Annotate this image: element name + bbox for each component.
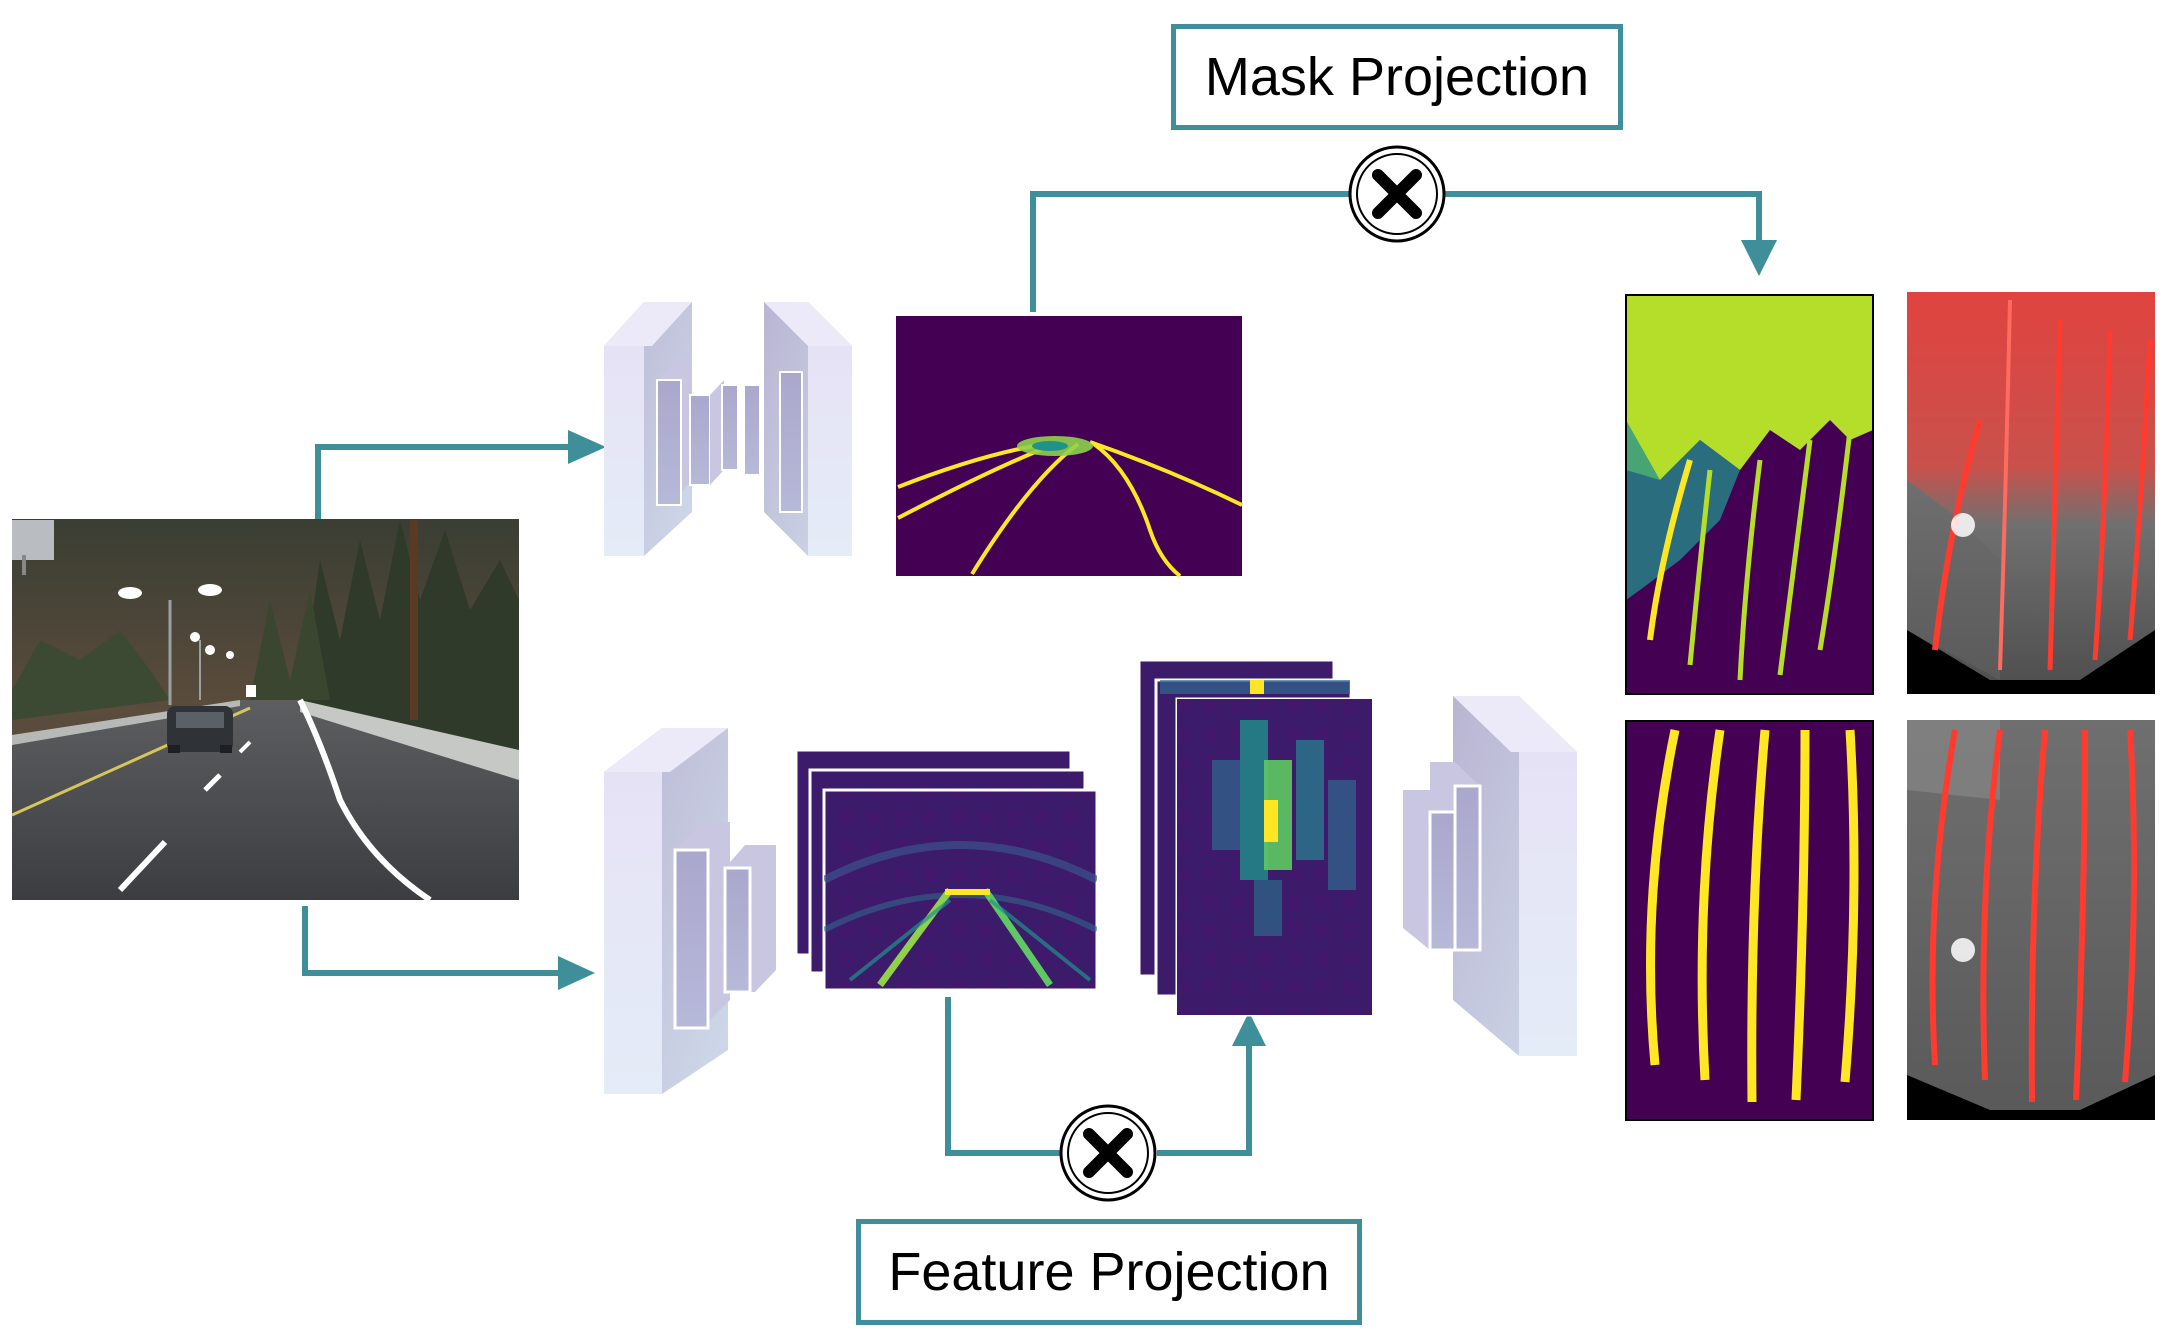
arrowhead-bev <box>1741 240 1777 276</box>
decoder-blocks-icon <box>1403 696 1577 1056</box>
hourglass-network-icon <box>604 302 852 556</box>
bev-projected-mask <box>1625 294 1874 695</box>
encoder-blocks-icon <box>604 728 776 1094</box>
front-view-feature-maps <box>794 748 1099 992</box>
arrowhead-unet <box>568 430 606 464</box>
multiply-operator-icon <box>1059 1104 1157 1202</box>
multiply-operator-icon <box>1348 145 1446 243</box>
line-multiply-to-bevfeat <box>1157 1040 1252 1156</box>
arrow-camera-to-encoder <box>302 906 568 976</box>
bev-feature-mask <box>1625 720 1874 1121</box>
arrowhead-encoder <box>558 956 595 990</box>
arrow-heads <box>558 240 1777 1046</box>
mask-projection-text: Mask Projection <box>1204 47 1590 107</box>
connectors <box>302 191 1762 1156</box>
mask-projection-label: Mask Projection <box>1171 24 1623 130</box>
camera-input-image <box>12 519 519 900</box>
arrow-camera-to-unet <box>315 444 578 519</box>
feature-projection-text: Feature Projection <box>888 1242 1330 1302</box>
line-multiply-to-bev <box>1445 191 1762 245</box>
feature-projection-label: Feature Projection <box>856 1219 1362 1325</box>
bev-feature-overlay <box>1907 720 2155 1120</box>
bev-feature-maps <box>1137 658 1374 1017</box>
line-feature-to-multiply <box>945 997 1060 1156</box>
arrowhead-bevfeat <box>1232 1012 1266 1046</box>
front-view-lane-mask <box>896 316 1243 578</box>
bev-projected-overlay <box>1907 292 2155 694</box>
line-mask-to-multiply <box>1030 191 1350 312</box>
